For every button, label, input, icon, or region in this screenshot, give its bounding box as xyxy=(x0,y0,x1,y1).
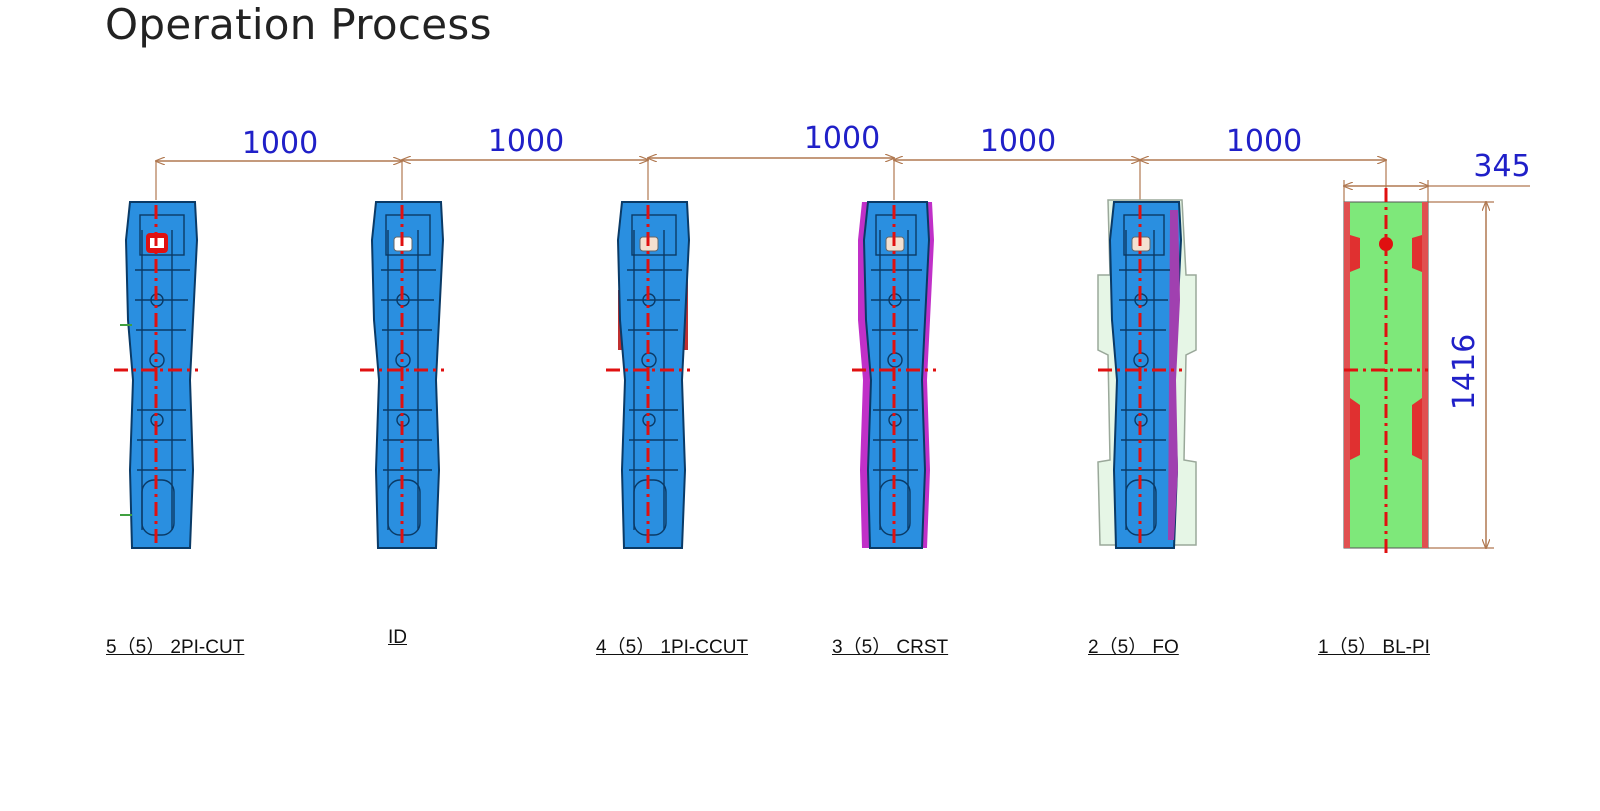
pitch-dimension-5: 1000 xyxy=(1140,124,1386,200)
station-part-1pi-ccut xyxy=(616,201,691,549)
station-label-bl-pi: 1（5） BL-PI xyxy=(1318,637,1430,658)
height-label: 1416 xyxy=(1447,334,1482,410)
pitch-dimension-1: 1000 xyxy=(156,126,402,200)
station-label-id: ID xyxy=(388,627,407,648)
width-dimension: 345 xyxy=(1344,149,1531,202)
pitch-label-3: 1000 xyxy=(804,121,880,156)
pitch-dimension-2: 1000 xyxy=(402,124,648,200)
pitch-dimension-4: 1000 xyxy=(894,124,1140,200)
station-label-crst: 3（5） CRST xyxy=(832,637,949,658)
height-dimension: 1416 xyxy=(1428,202,1494,548)
station-part-fo xyxy=(1097,199,1197,549)
pitch-label-5: 1000 xyxy=(1226,124,1302,159)
station-label-1pi-ccut: 4（5） 1PI-CCUT xyxy=(596,637,749,658)
pitch-label-2: 1000 xyxy=(488,124,564,159)
station-label-fo: 2（5） FO xyxy=(1088,637,1179,658)
pitch-label-4: 1000 xyxy=(980,124,1056,159)
station-part-2pi-cut xyxy=(120,201,199,549)
station-part-crst xyxy=(858,201,934,549)
station-part-id xyxy=(370,201,445,549)
page-title: Operation Process xyxy=(105,0,492,49)
width-label: 345 xyxy=(1473,149,1530,184)
pitch-dimension-3: 1000 xyxy=(648,121,894,200)
pitch-label-1: 1000 xyxy=(242,126,318,161)
station-label-2pi-cut: 5（5） 2PI-CUT xyxy=(106,637,245,658)
centerlines xyxy=(114,188,1428,556)
